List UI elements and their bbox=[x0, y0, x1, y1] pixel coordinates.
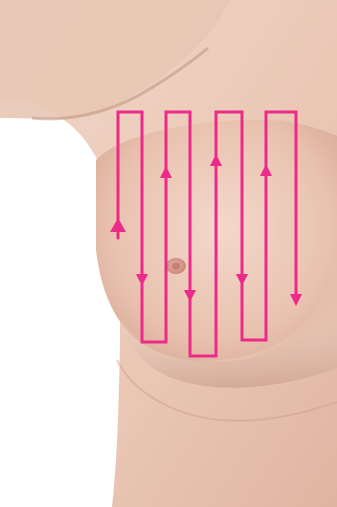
nipple-center bbox=[172, 263, 180, 270]
